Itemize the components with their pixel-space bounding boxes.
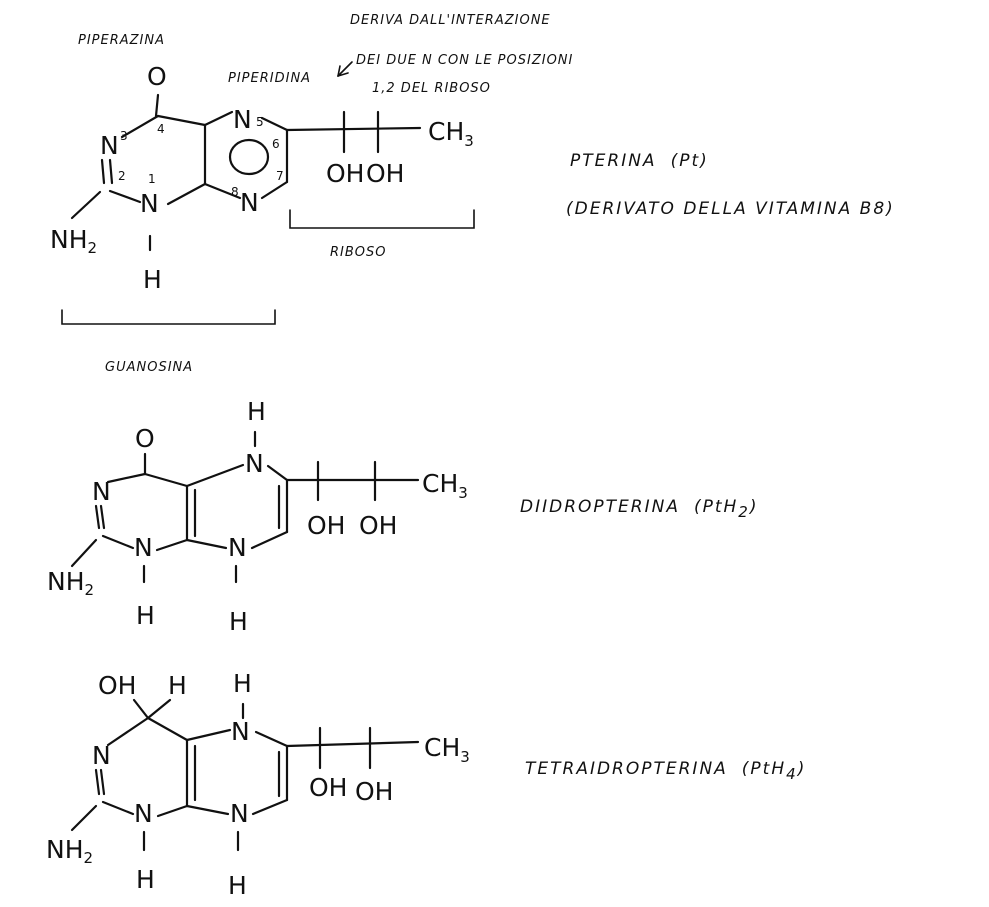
hydroxyl-1: OH <box>326 159 364 188</box>
riboso-brace <box>289 209 475 229</box>
nitrogen-n1-3: N <box>134 799 153 828</box>
hydroxyl-4: OH <box>359 511 397 540</box>
hydrogen-n8-3: H <box>228 871 247 900</box>
pterina-structure: O N N N N 4 3 2 1 5 6 7 8 NH2 H <box>50 62 475 375</box>
hydrogen-n1-2: H <box>136 601 155 630</box>
hydroxyl-c4: OH <box>98 671 136 700</box>
carbonyl-bond <box>154 93 160 118</box>
hydroxyl-2: OH <box>366 159 404 188</box>
nitrogen-n5: N <box>233 105 252 134</box>
hydroxyl-5: OH <box>309 773 347 802</box>
hydrogen-n8-2: H <box>229 607 248 636</box>
ring-number-8: 8 <box>231 185 239 199</box>
piperazina-label: PIPERAZINA <box>78 33 165 48</box>
hydroxyl-3: OH <box>307 511 345 540</box>
hydrogen-n1-3: H <box>136 865 155 894</box>
nitrogen-n1-2: N <box>134 533 153 562</box>
piperidina-label: PIPERIDINA <box>228 71 311 86</box>
nitrogen-n5-2: N <box>245 449 264 478</box>
ring-number-4: 4 <box>157 122 165 136</box>
methyl-group-3: CH3 <box>424 733 470 766</box>
methyl-group-2: CH3 <box>422 469 468 502</box>
methyl-group: CH3 <box>428 117 474 150</box>
hydrogen-n1: H <box>143 265 162 294</box>
diidropterina-structure: O H N N N N NH2 H H OH OH CH3 <box>47 397 468 636</box>
nitrogen-n3-2: N <box>92 477 111 506</box>
nitrogen-n3-3: N <box>92 741 111 770</box>
nitrogen-n3: N <box>100 131 119 160</box>
amine-group: NH2 <box>50 225 97 257</box>
annotation-arrow-icon <box>337 61 353 77</box>
ring-number-7: 7 <box>276 169 284 183</box>
pterina-subtitle: (DERIVATO DELLA VITAMINA B8) <box>566 199 895 219</box>
annotation-line-1: DERIVA DALL'INTERAZIONE <box>350 13 551 28</box>
nitrogen-n1: N <box>140 189 159 218</box>
hydrogen-n5-2: H <box>247 397 266 426</box>
aromatic-ring-circle <box>228 138 270 176</box>
hydrogen-n5-3: H <box>233 669 252 698</box>
hydroxyl-6: OH <box>355 777 393 806</box>
annotation-line-3: 1,2 DEL RIBOSO <box>372 81 491 96</box>
oxygen-atom-2: O <box>135 424 155 453</box>
amine-group-3: NH2 <box>46 835 93 867</box>
guanosina-brace <box>61 309 276 325</box>
hydrogen-c4: H <box>168 671 187 700</box>
oxygen-atom: O <box>147 62 167 91</box>
riboso-label: RIBOSO <box>330 245 387 260</box>
amine-group-2: NH2 <box>47 567 94 599</box>
ring-number-2: 2 <box>118 169 126 183</box>
nitrogen-n5-3: N <box>231 717 250 746</box>
nitrogen-n8: N <box>240 188 259 217</box>
ring-number-6: 6 <box>272 137 280 151</box>
guanosina-label: GUANOSINA <box>105 360 193 375</box>
nitrogen-n8-3: N <box>230 799 249 828</box>
diidropterina-name: DIIDROPTERINA(PtH2) <box>520 497 758 521</box>
annotation-line-2: DEI DUE N CON LE POSIZIONI <box>356 53 573 68</box>
pterina-name: PTERINA(Pt) <box>570 151 709 171</box>
ring-number-5: 5 <box>256 115 264 129</box>
tetraidropterina-structure: OH H H N N N N NH2 H H OH OH CH3 <box>46 669 470 900</box>
nitrogen-n8-2: N <box>228 533 247 562</box>
ring-number-1: 1 <box>148 172 156 186</box>
tetraidropterina-name: TETRAIDROPTERINA(PtH4) <box>525 759 806 783</box>
